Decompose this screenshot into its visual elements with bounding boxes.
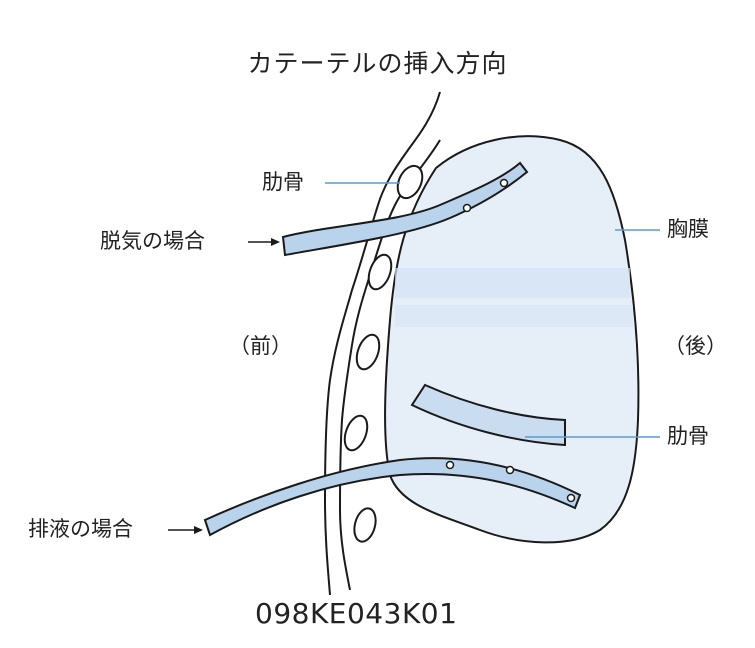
chest-wall-inner bbox=[338, 139, 441, 591]
pleura-band bbox=[395, 268, 630, 298]
label-back: （後） bbox=[664, 334, 727, 358]
label-pleura: 胸膜 bbox=[667, 217, 709, 241]
diagram-title: カテーテルの挿入方向 bbox=[247, 49, 508, 78]
catheter-hole bbox=[462, 203, 472, 213]
label-front: （前） bbox=[229, 334, 292, 358]
rib-oval bbox=[353, 507, 377, 543]
arrow-drainage bbox=[168, 526, 203, 534]
arrow-deaeration bbox=[248, 238, 280, 246]
rib-oval bbox=[396, 164, 424, 200]
rib-oval bbox=[343, 414, 369, 452]
chest-wall-outline bbox=[323, 91, 441, 596]
label-deaeration: 脱気の場合 bbox=[100, 229, 205, 253]
catheter-hole bbox=[499, 178, 509, 188]
rib-inner-band bbox=[410, 383, 566, 447]
pleura-band bbox=[395, 305, 633, 327]
pleura-shape bbox=[384, 135, 640, 544]
figure-code: 098KE043K01 bbox=[255, 597, 458, 630]
rib-oval bbox=[367, 253, 393, 291]
label-rib-right: 肋骨 bbox=[667, 424, 709, 448]
rib-oval bbox=[355, 333, 381, 371]
label-drainage: 排液の場合 bbox=[28, 517, 133, 541]
catheter-hole bbox=[505, 465, 515, 475]
catheter-hole bbox=[445, 460, 455, 470]
drainage-catheter bbox=[203, 457, 582, 537]
catheter-hole bbox=[566, 493, 576, 503]
deaeration-catheter bbox=[281, 161, 529, 257]
label-rib-top: 肋骨 bbox=[262, 170, 304, 194]
